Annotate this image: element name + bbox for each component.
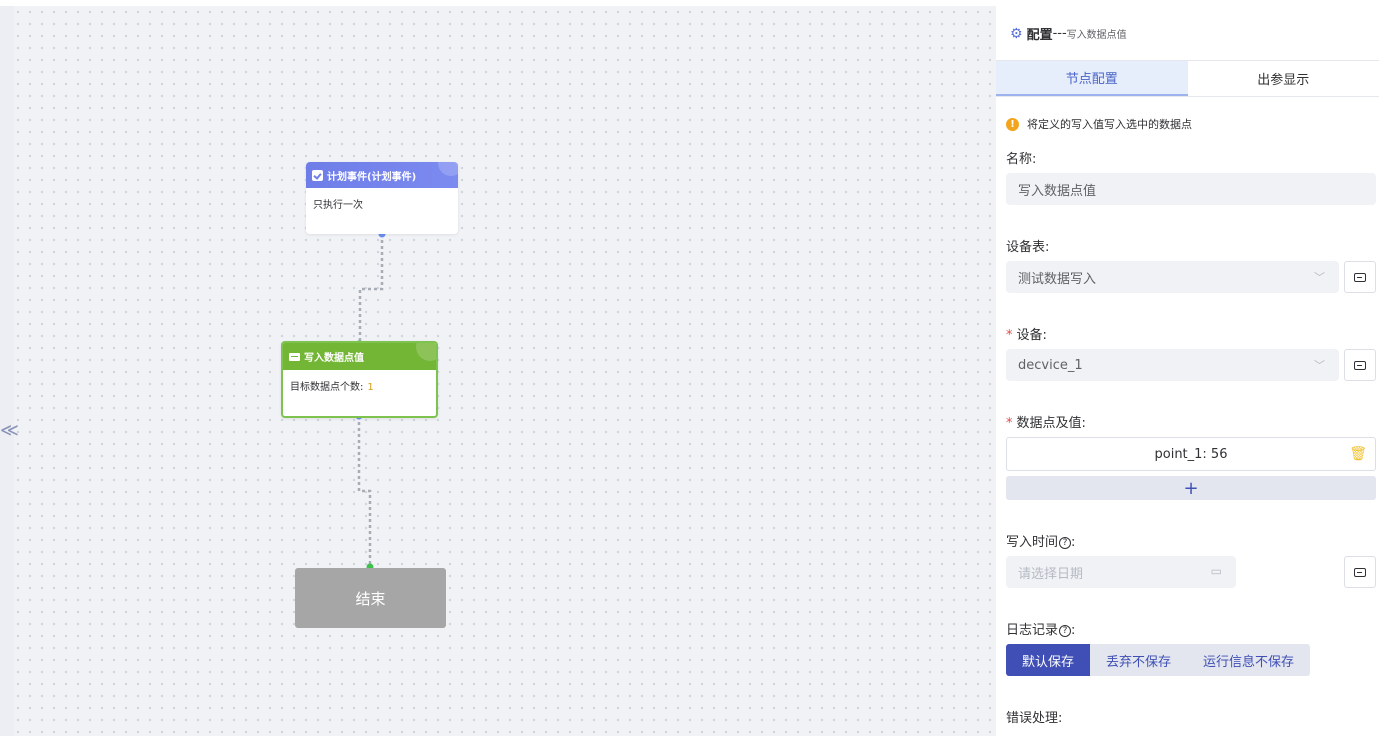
node-plan-event[interactable]: 计划事件(计划事件) 只执行一次 [306, 162, 458, 234]
device-label: *设备: [1006, 324, 1047, 343]
node-write-header: 写入数据点值 [283, 343, 436, 370]
name-value: 写入数据点值 [1018, 183, 1097, 199]
error-handling-label: 错误处理: [1006, 711, 1063, 726]
panel-title-separator: --- [1052, 26, 1067, 41]
log-mode-segment: 默认保存 丢弃不保存 运行信息不保存 [1006, 644, 1311, 676]
keyboard-icon [1354, 272, 1366, 282]
log-option-default-save[interactable]: 默认保存 [1006, 644, 1091, 676]
node-write-body: 目标数据点个数:1 [283, 370, 436, 401]
panel-tabs: 节点配置 出参显示 [996, 60, 1379, 97]
flow-canvas[interactable]: ≪ 计划事件(计划事件) 只执行一次 写入数据点值 目标数据点个数:1 结束 [0, 6, 996, 736]
help-icon[interactable]: ? [1059, 537, 1072, 549]
device-value: decvice_1 [1018, 357, 1083, 373]
device-table-select[interactable]: 测试数据写入 ﹀ [1006, 261, 1339, 293]
node-plan-header: 计划事件(计划事件) [306, 162, 458, 188]
write-time-label-text: 写入时间 [1006, 535, 1059, 550]
device-label-text: 设备: [1016, 328, 1047, 343]
hint-row: ! 将定义的写入值写入选中的数据点 [1006, 116, 1192, 132]
device-bind-button[interactable] [1344, 349, 1376, 381]
log-label-text: 日志记录 [1006, 623, 1059, 638]
config-panel: ⚙ 配置 --- 写入数据点值 节点配置 出参显示 ! 将定义的写入值写入选中的… [996, 0, 1379, 736]
warning-icon: ! [1006, 117, 1019, 131]
name-label: 名称: [1006, 152, 1037, 167]
panel-title: ⚙ 配置 --- 写入数据点值 [1010, 24, 1127, 44]
left-strip [0, 6, 14, 736]
point-row[interactable]: point_1: 56 🗑 [1006, 437, 1376, 471]
calendar-check-icon [312, 169, 323, 181]
tab-output-params[interactable]: 出参显示 [1257, 73, 1310, 88]
edge-plan-to-write [358, 234, 384, 344]
log-option-no-runtime-info[interactable]: 运行信息不保存 [1187, 644, 1311, 676]
keyboard-icon [1354, 360, 1366, 370]
write-time-label-suffix: : [1071, 535, 1076, 550]
node-write-datapoint[interactable]: 写入数据点值 目标数据点个数:1 [281, 341, 438, 418]
device-table-value: 测试数据写入 [1018, 271, 1097, 287]
help-icon[interactable]: ? [1059, 625, 1072, 637]
write-time-placeholder: 请选择日期 [1018, 566, 1084, 582]
node-plan-title: 计划事件(计划事件) [327, 171, 417, 183]
points-label: *数据点及值: [1006, 412, 1086, 431]
hint-text: 将定义的写入值写入选中的数据点 [1027, 118, 1192, 131]
write-time-date-picker[interactable]: 请选择日期 ▭ [1006, 556, 1236, 588]
name-input[interactable]: 写入数据点值 [1006, 173, 1376, 205]
flow-edges [355, 230, 386, 571]
calendar-icon: ▭ [1210, 564, 1222, 578]
points-label-text: 数据点及值: [1016, 416, 1086, 431]
panel-title-sub: 写入数据点值 [1066, 30, 1127, 41]
keyboard-icon [1354, 567, 1366, 577]
chevron-down-icon: ﹀ [1314, 359, 1325, 372]
tab-node-config[interactable]: 节点配置 [996, 61, 1188, 96]
device-select[interactable]: decvice_1 ﹀ [1006, 349, 1339, 381]
required-mark: * [1006, 328, 1013, 343]
write-time-label: 写入时间?: [1006, 531, 1075, 550]
node-end[interactable]: 结束 [295, 568, 446, 628]
log-label-suffix: : [1071, 623, 1076, 638]
node-write-title: 写入数据点值 [304, 353, 364, 364]
panel-title-main: 配置 [1026, 28, 1053, 43]
add-point-button[interactable]: + [1006, 476, 1376, 500]
point-row-value: point_1: 56 [1154, 446, 1228, 462]
gear-icon: ⚙ [1010, 25, 1023, 42]
node-end-title: 结束 [355, 589, 386, 608]
node-write-count-value: 1 [367, 382, 374, 393]
trash-icon[interactable]: 🗑 [1349, 446, 1367, 462]
device-table-label: 设备表: [1006, 240, 1050, 255]
keyboard-icon [289, 352, 300, 361]
edge-write-to-end [357, 416, 372, 567]
chevron-down-icon: ﹀ [1314, 271, 1325, 284]
required-mark: * [1006, 416, 1013, 431]
log-option-discard[interactable]: 丢弃不保存 [1090, 644, 1188, 676]
node-write-count-label: 目标数据点个数: [290, 382, 364, 393]
write-time-bind-button[interactable] [1344, 556, 1376, 588]
node-plan-body: 只执行一次 [313, 200, 363, 211]
double-chevron-left-icon[interactable]: ≪ [0, 420, 19, 441]
log-label: 日志记录?: [1006, 619, 1075, 638]
device-table-bind-button[interactable] [1344, 261, 1376, 293]
